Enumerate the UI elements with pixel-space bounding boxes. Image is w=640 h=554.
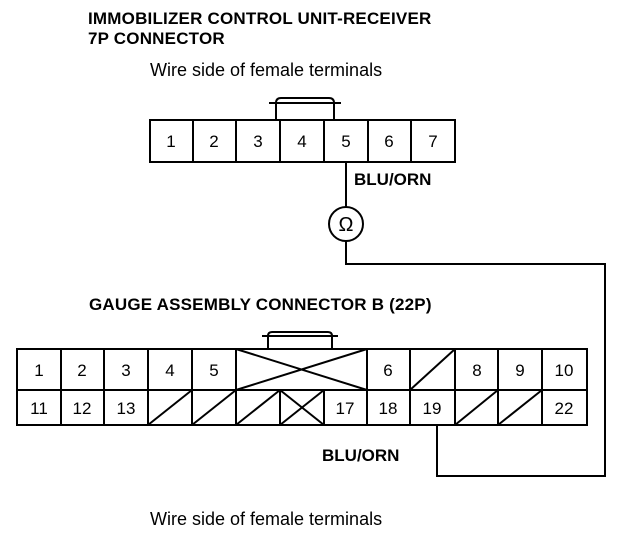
gauge-terminal-labels-row2: 11 12 13 17 18 19 22 [30,399,573,418]
wire-meter-to-gauge [345,241,606,477]
immobilizer-subtitle: Wire side of female terminals [150,60,383,80]
immobilizer-terminal: 1 [166,132,175,151]
immobilizer-terminal: 7 [428,132,437,151]
gauge-terminal: 4 [165,361,174,380]
gauge-terminal: 22 [555,399,574,418]
ohm-symbol: Ω [339,214,354,236]
immobilizer-connector-body [149,119,456,163]
unused-cavity-slash [409,348,456,391]
gauge-terminal: 11 [30,399,48,418]
gauge-terminal: 2 [77,361,86,380]
gauge-terminal: 17 [336,399,355,418]
gauge-terminal: 12 [73,399,92,418]
gauge-wire-label: BLU/ORN [322,446,400,465]
gauge-terminal: 3 [121,361,130,380]
gauge-terminal: 13 [117,399,136,418]
gauge-terminal: 10 [555,361,574,380]
gauge-terminal: 8 [472,361,481,380]
gauge-connector-lock-tab [267,331,333,349]
immobilizer-connector-lock-tab [275,97,335,120]
gauge-terminal: 5 [209,361,218,380]
immobilizer-terminal-labels: 1 2 3 4 5 6 7 [166,132,437,151]
gauge-terminal: 18 [379,399,398,418]
immobilizer-terminal: 4 [297,132,306,151]
immobilizer-title-line1: IMMOBILIZER CONTROL UNIT-RECEIVER [88,9,432,28]
ohmmeter-icon [328,206,364,242]
immobilizer-terminal: 5 [341,132,350,151]
immobilizer-terminal: 6 [384,132,393,151]
gauge-terminal: 9 [515,361,524,380]
gauge-connector-body [16,348,588,426]
gauge-terminal: 19 [423,399,442,418]
immobilizer-terminal: 3 [253,132,262,151]
gauge-subtitle: Wire side of female terminals [150,509,383,529]
immobilizer-title-line2: 7P CONNECTOR [88,29,225,48]
gauge-terminal: 1 [34,361,43,380]
immobilizer-wire-label: BLU/ORN [354,170,432,189]
gauge-terminal-labels-row1: 1 2 3 4 5 6 8 9 10 [34,361,573,380]
gauge-title: GAUGE ASSEMBLY CONNECTOR B (22P) [89,295,432,314]
immobilizer-terminal: 2 [209,132,218,151]
gauge-terminal: 6 [383,361,392,380]
